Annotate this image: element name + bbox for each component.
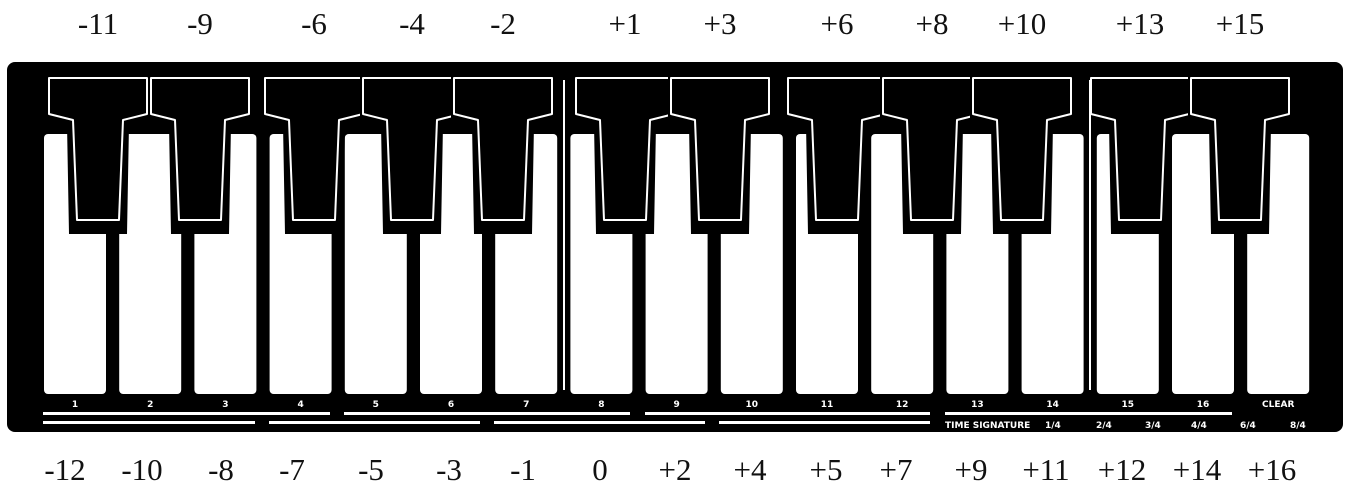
bottom-offset-label: -5 [358,452,384,488]
group-bracket-line [945,412,1232,415]
step-number: 12 [896,400,909,410]
bottom-offset-label: +4 [734,452,767,488]
step-number: 7 [523,400,529,410]
step-number: 4 [297,400,303,410]
group-bracket-line [645,412,930,415]
bottom-offset-label: +16 [1248,452,1296,488]
time-signature-label: TIME SIGNATURE [945,421,1030,431]
bottom-offset-label: +7 [880,452,913,488]
step-number: 15 [1122,400,1135,410]
time-signature-option[interactable]: 4/4 [1191,421,1207,431]
time-signature-option[interactable]: 3/4 [1145,421,1161,431]
bottom-offset-label: +5 [810,452,843,488]
step-number: 16 [1197,400,1210,410]
step-number: 8 [598,400,604,410]
step-number: 11 [821,400,834,410]
bottom-offset-label: -7 [279,452,305,488]
top-offset-label: +6 [821,6,854,42]
section-divider [563,80,565,390]
bottom-offset-label: -10 [121,452,162,488]
bottom-offset-label: +14 [1173,452,1221,488]
top-offset-label: +10 [998,6,1046,42]
top-offset-label: -6 [301,6,327,42]
bottom-offset-label: -1 [510,452,536,488]
step-number: 13 [971,400,984,410]
step-number: 1 [72,400,78,410]
top-offset-label: +3 [704,6,737,42]
group-bracket-line [43,412,330,415]
time-signature-option[interactable]: 2/4 [1096,421,1112,431]
step-number: 2 [147,400,153,410]
top-offset-label: +15 [1216,6,1264,42]
bottom-offset-label: 0 [592,452,608,488]
bottom-offset-label: -3 [436,452,462,488]
top-offset-label: -2 [490,6,516,42]
bottom-offset-label: +2 [659,452,692,488]
bottom-offset-label: +12 [1098,452,1146,488]
section-divider [1089,80,1091,390]
group-bracket-line [719,421,930,424]
step-number: 14 [1046,400,1059,410]
step-number: 9 [673,400,679,410]
step-number: 10 [746,400,759,410]
time-signature-option[interactable]: 8/4 [1290,421,1306,431]
step-number: 5 [373,400,379,410]
top-offset-label: -9 [187,6,213,42]
top-offset-label: +1 [609,6,642,42]
clear-label[interactable]: CLEAR [1262,400,1294,410]
bottom-offset-label: -8 [208,452,234,488]
top-offset-label: +13 [1116,6,1164,42]
bottom-offset-label: -12 [44,452,85,488]
top-offset-label: +8 [916,6,949,42]
step-number: 6 [448,400,454,410]
time-signature-option[interactable]: 6/4 [1240,421,1256,431]
group-bracket-line [494,421,705,424]
top-offset-label: -11 [78,6,118,42]
step-number: 3 [222,400,228,410]
bottom-offset-label: +11 [1022,452,1069,488]
group-bracket-line [269,421,480,424]
group-bracket-line [43,421,255,424]
time-signature-option[interactable]: 1/4 [1045,421,1061,431]
group-bracket-line [344,412,630,415]
top-offset-label: -4 [399,6,425,42]
bottom-offset-label: +9 [955,452,988,488]
